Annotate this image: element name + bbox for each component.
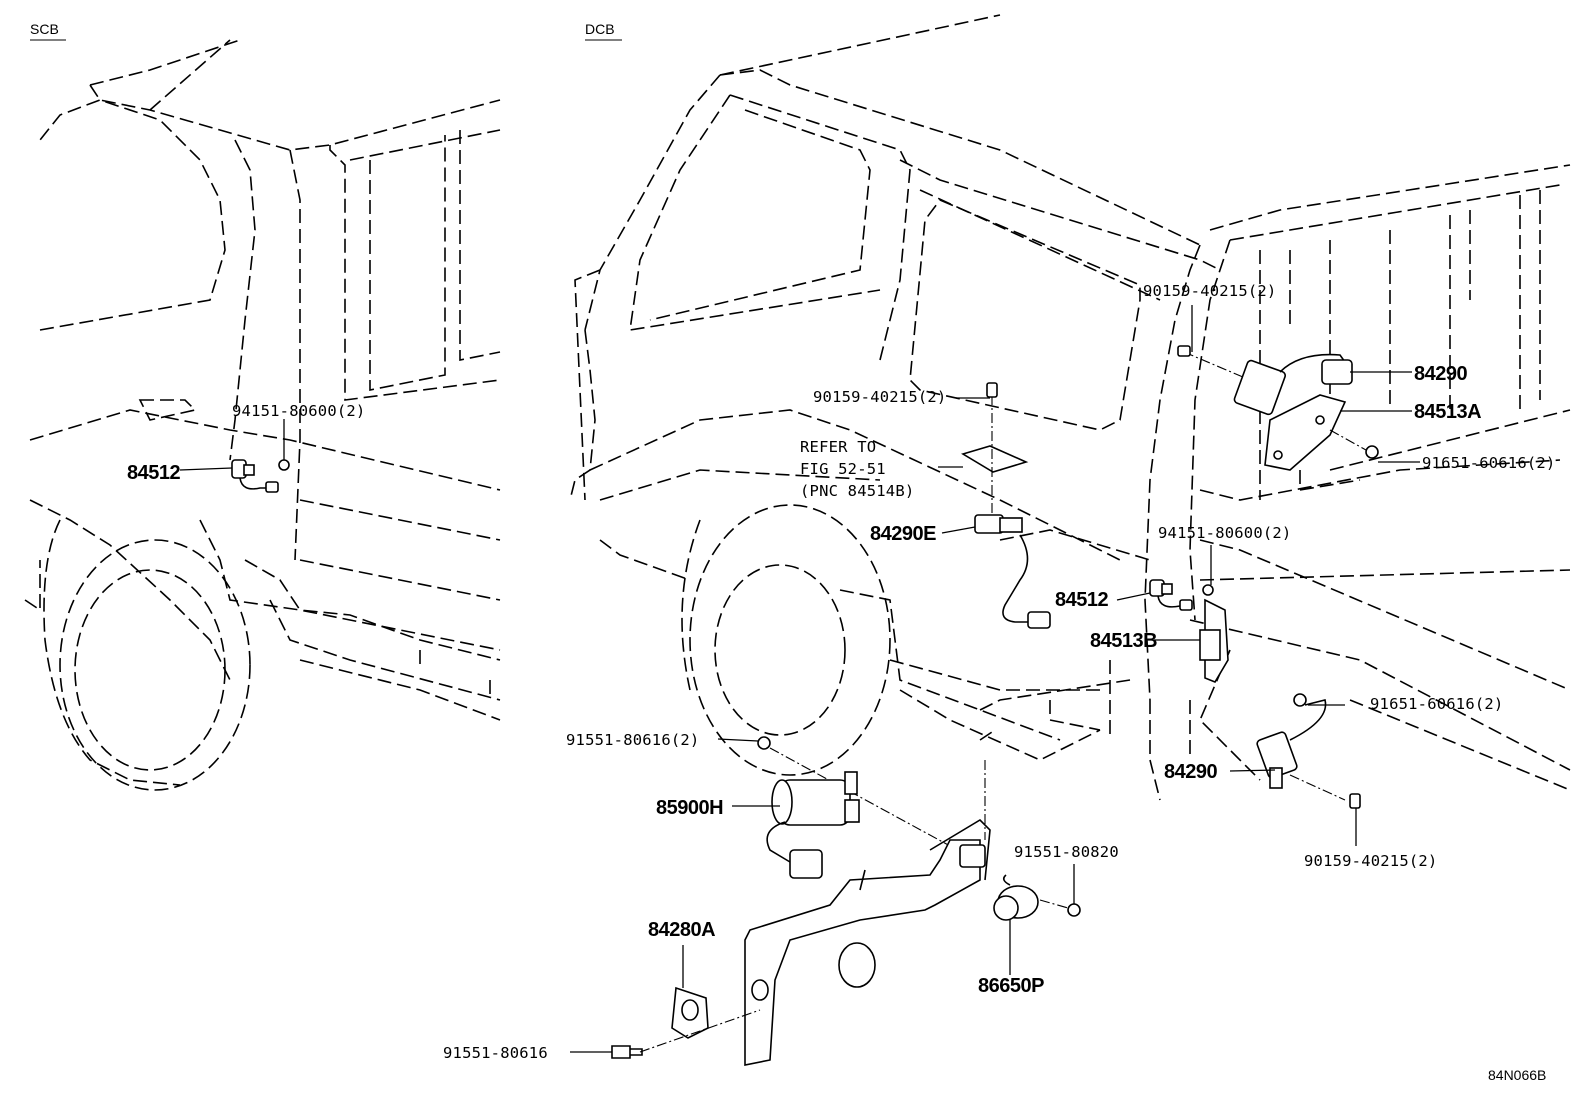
part-number-dcb-91551-80820: 91551-80820 [1014,843,1119,861]
dcb-sensor-84290-bottom [1256,693,1361,809]
dcb-leaders [570,305,1420,1053]
part-number-dcb-90159-center: 90159-40215(2) [813,388,946,406]
dcb-sensor-84290-top [1177,345,1379,471]
scb-sensor-84512 [231,459,290,493]
dcb-bracket-lower [744,729,996,1066]
figure-code: 84N066B [1488,1067,1546,1083]
part-number-dcb-84290-top: 84290 [1414,363,1467,385]
dcb-vehicle-outline [569,14,1571,801]
part-number-dcb-91651-bottom: 91651-60616(2) [1370,695,1503,713]
part-number-dcb-84280A: 84280A [648,919,715,941]
dcb-sensor-86650P [993,874,1081,921]
reference-note-line-2: FIG 52-51 [800,460,886,478]
part-number-dcb-84290E: 84290E [870,523,936,545]
part-number-dcb-84513B: 84513B [1090,630,1157,652]
part-number-dcb-94151: 94151-80600(2) [1158,524,1291,542]
part-number-dcb-85900H: 85900H [656,797,723,819]
section-label-scb: SCB [30,21,59,37]
part-number-dcb-90159-top: 90159-40215(2) [1143,282,1276,300]
reference-note-line-3: (PNC 84514B) [800,482,914,500]
dcb-sensor-84290E [961,382,1051,629]
part-number-dcb-91551-80616-2: 91551-80616(2) [566,731,699,749]
part-number-dcb-86650P: 86650P [978,975,1044,997]
part-number-dcb-84290-bottom: 84290 [1164,761,1217,783]
part-number-dcb-84513A: 84513A [1414,401,1481,423]
part-number-dcb-91551-80616: 91551-80616 [443,1044,548,1062]
dcb-sensor-84280A [611,986,761,1059]
part-number-dcb-91651-top: 91651-60616(2) [1422,454,1555,472]
scb-vehicle-outline [24,39,501,791]
reference-note-line-1: REFER TO [800,438,876,456]
part-number-dcb-84512: 84512 [1055,589,1108,611]
part-number-scb-94151: 94151-80600(2) [232,402,365,420]
section-label-dcb: DCB [585,21,615,37]
part-number-dcb-90159-bottom: 90159-40215(2) [1304,852,1437,870]
dcb-sensor-84512 [1149,579,1229,683]
scb-leader-84512 [179,467,233,471]
part-number-scb-84512: 84512 [127,462,180,484]
